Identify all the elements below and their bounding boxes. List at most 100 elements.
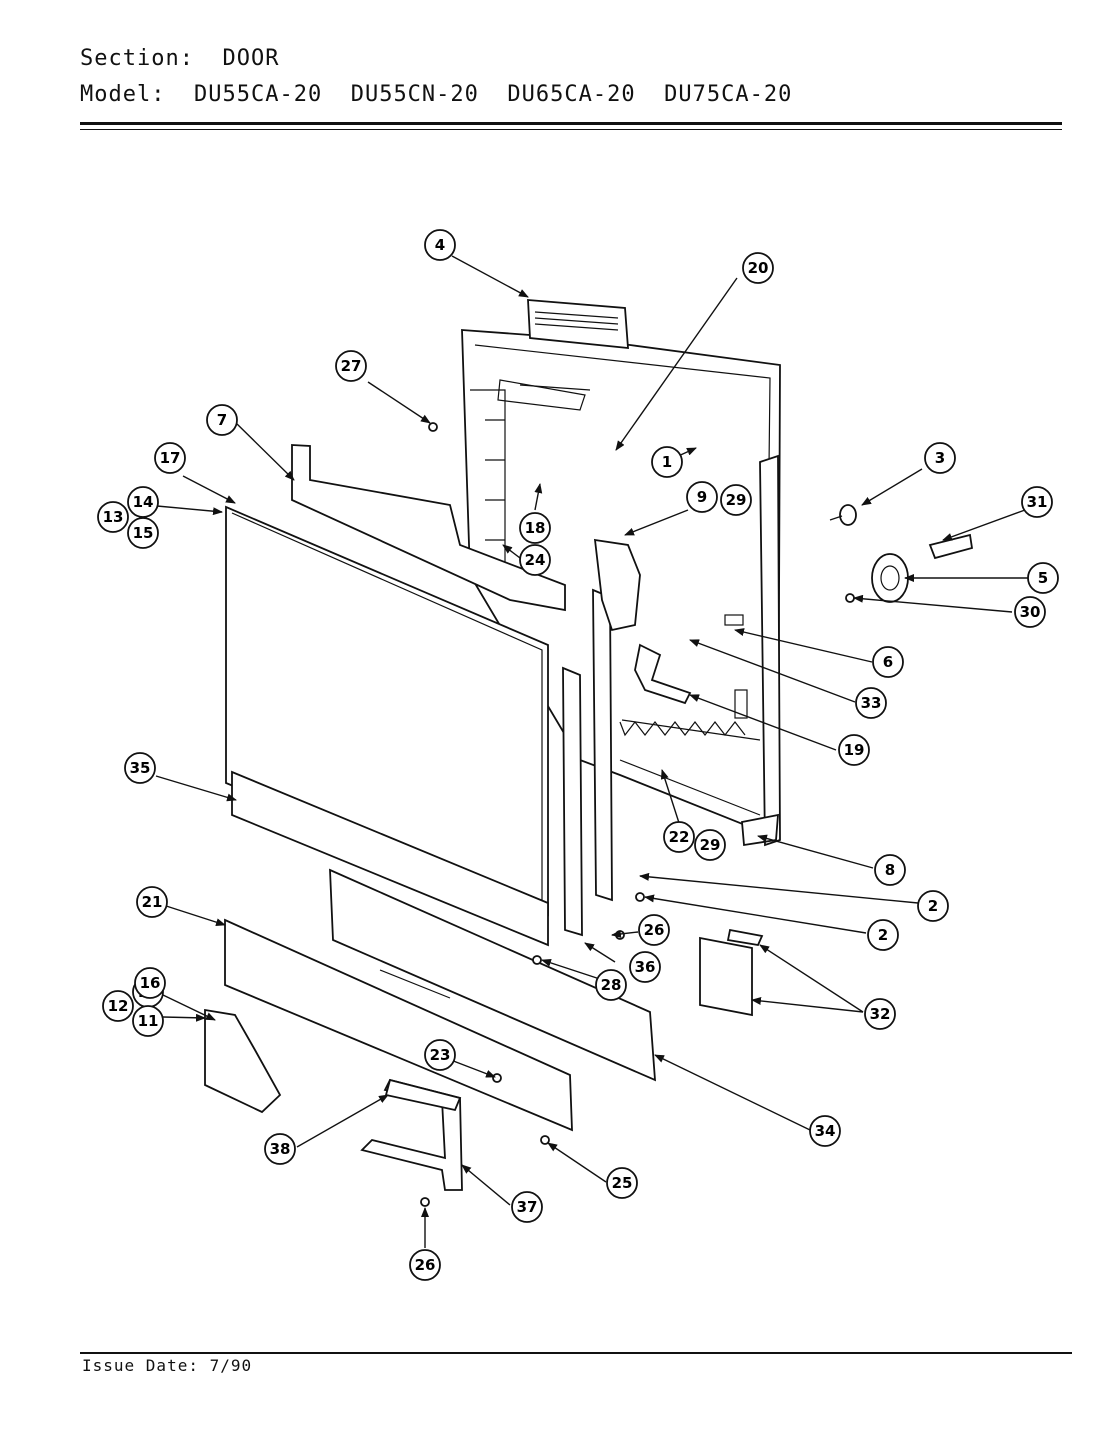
callout-21: 21 [136,886,168,918]
svg-text:4: 4 [435,236,445,254]
svg-text:28: 28 [601,976,622,994]
svg-text:37: 37 [517,1198,538,1216]
callout-26: 26 [409,1249,441,1281]
svg-text:19: 19 [844,741,865,759]
svg-text:35: 35 [130,759,151,777]
header-rule-thick [80,122,1062,125]
callout-19: 19 [838,734,870,766]
door-latch-assembly [593,538,641,632]
svg-text:34: 34 [815,1122,836,1140]
leader-lines [155,255,1028,1248]
svg-text:31: 31 [1027,493,1048,511]
bracket-clip [384,1078,462,1112]
svg-text:15: 15 [133,524,154,542]
svg-text:29: 29 [700,836,721,854]
svg-text:36: 36 [635,958,656,976]
callout-18: 18 [519,512,551,544]
model-number: DU55CA-20 [193,82,323,107]
callout-22: 22 [663,821,695,853]
svg-text:38: 38 [270,1140,291,1158]
callout-24: 24 [519,544,551,576]
callout-8: 8 [874,854,906,886]
callout-3: 3 [924,442,956,474]
section-label: Section: [80,46,194,71]
knob-shaft [928,533,974,560]
section-heading: Section: DOOR [80,46,279,71]
svg-text:26: 26 [415,1256,436,1274]
svg-text:21: 21 [142,893,163,911]
callout-26: 26 [638,914,670,946]
model-number: DU55CN-20 [350,82,479,107]
callout-15: 15 [127,517,159,549]
callout-11: 11 [132,1005,164,1037]
svg-text:5: 5 [1038,569,1048,587]
svg-text:9: 9 [697,488,707,506]
door-vent-cover [527,299,629,350]
svg-text:13: 13 [103,508,124,526]
svg-text:20: 20 [748,259,769,277]
callout-4: 4 [424,229,456,261]
callout-28: 28 [595,969,627,1001]
header-rule-thin [80,129,1062,130]
model-number: DU65CA-20 [507,82,636,107]
svg-text:22: 22 [669,828,690,846]
callout-13: 13 [97,501,129,533]
svg-text:25: 25 [612,1174,633,1192]
door-support-channel-left [562,666,583,937]
svg-text:3: 3 [935,449,945,467]
cover-plate [699,936,753,1017]
door-frame-outer [759,454,781,847]
callout-32: 32 [864,998,896,1030]
model-heading: Model: DU55CA-20 DU55CN-20 DU65CA-20 DU7… [80,82,792,107]
section-value: DOOR [222,46,280,71]
callout-37: 37 [511,1191,543,1223]
svg-text:18: 18 [525,519,546,537]
model-number: DU75CA-20 [664,82,793,107]
model-label: Model: [80,82,166,107]
issue-date: Issue Date: 7/90 [82,1356,252,1375]
svg-text:6: 6 [883,653,893,671]
callout-35: 35 [124,752,156,784]
svg-text:12: 12 [108,997,129,1015]
callout-7: 7 [206,404,238,436]
svg-text:11: 11 [138,1012,159,1030]
control-knob [871,553,909,603]
callout-33: 33 [855,687,887,719]
callout-17: 17 [154,442,186,474]
callout-31: 31 [1021,486,1053,518]
callout-27: 27 [335,350,367,382]
callout-6: 6 [872,646,904,678]
spring [741,813,779,847]
callout-5: 5 [1027,562,1059,594]
svg-text:24: 24 [525,551,546,569]
svg-text:27: 27 [341,357,362,375]
svg-text:1: 1 [662,453,672,471]
svg-text:23: 23 [430,1046,451,1064]
door-support-channel-right [592,588,613,902]
svg-text:29: 29 [726,491,747,509]
callout-38: 38 [264,1133,296,1165]
latch-lever [634,643,692,705]
issue-date-value: 7/90 [209,1356,253,1375]
callout-25: 25 [606,1167,638,1199]
svg-text:17: 17 [160,449,181,467]
callout-20: 20 [742,252,774,284]
svg-text:26: 26 [644,921,665,939]
callout-2: 2 [867,919,899,951]
callout-14: 14 [127,486,159,518]
callout-29: 29 [720,484,752,516]
callout-29: 29 [694,829,726,861]
callout-16: 16 [134,967,166,999]
svg-text:33: 33 [861,694,882,712]
callout-34: 34 [809,1115,841,1147]
bushing [829,504,857,526]
svg-text:14: 14 [133,493,154,511]
svg-text:2: 2 [878,926,888,944]
svg-text:2: 2 [928,897,938,915]
svg-text:32: 32 [870,1005,891,1023]
screws [420,422,855,1207]
callout-12: 12 [102,990,134,1022]
svg-text:16: 16 [140,974,161,992]
toe-kick-insulation [204,1008,282,1114]
